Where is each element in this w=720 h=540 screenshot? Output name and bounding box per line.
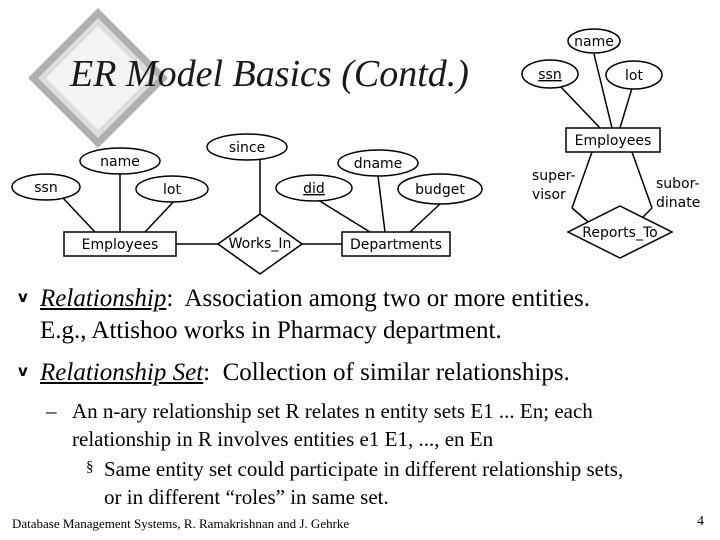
relationship-reports-to <box>566 205 674 259</box>
attr-lot-left <box>135 175 209 203</box>
entity-employees-right <box>565 127 661 153</box>
label-did: did <box>303 181 325 197</box>
attr-name-right <box>567 28 621 54</box>
label-since: since <box>229 140 265 156</box>
label-employees-left: Employees <box>82 237 159 253</box>
label-name-left: name <box>100 154 140 170</box>
bullet-marker-2: v <box>18 362 28 380</box>
bullet-2-text: Collection of similar relationships. <box>222 359 570 386</box>
sub-sub-bullet-line-2: or in different “roles” in same set. <box>104 485 389 509</box>
sub-sub-bullet-line-1: Same entity set could participate in dif… <box>104 457 624 481</box>
sub-bullet-dash: – <box>46 399 57 423</box>
reports-to-diagram <box>559 53 653 233</box>
label-departments: Departments <box>350 237 442 253</box>
works-in-labels: name ssn lot Employees since Works_In di… <box>34 140 465 253</box>
label-works-in: Works_In <box>229 236 292 252</box>
attr-lot-right <box>605 60 663 90</box>
bullet-1-text: Association among two or more entities. <box>184 285 590 312</box>
attr-budget <box>397 173 483 205</box>
reports-to-labels: name ssn lot Employees Reports_To super-… <box>532 34 700 241</box>
relationship-works-in <box>216 213 304 275</box>
label-name-right: name <box>574 34 614 50</box>
label-lot-right: lot <box>625 68 643 84</box>
works-in-shapes <box>11 133 483 275</box>
term-relationship-set: Relationship Set <box>40 359 204 386</box>
label-reports-to: Reports_To <box>582 225 657 241</box>
attr-dname <box>337 149 419 177</box>
attr-ssn-right <box>521 59 579 89</box>
attr-did <box>275 174 353 202</box>
attr-since <box>206 133 288 161</box>
attr-name-left <box>79 147 161 175</box>
term-relationship: Relationship <box>40 285 167 312</box>
label-ssn-right: ssn <box>538 67 561 83</box>
label-lot-left: lot <box>163 182 181 198</box>
sub-sub-bullet-marker: § <box>86 459 94 475</box>
page-number: 4 <box>697 514 704 529</box>
reports-to-shapes <box>521 28 674 259</box>
slide-title: ER Model Basics (Contd.) <box>70 53 469 95</box>
bullet-relationship-set: Relationship Set: Collection of similar … <box>40 359 570 386</box>
bullet-relationship: Relationship: Association among two or m… <box>40 285 590 312</box>
works-in-diagram <box>61 160 441 245</box>
role-supervisor-1: super- <box>532 168 576 184</box>
sub-bullet-line-1: An n-ary relationship set R relates n en… <box>72 399 593 423</box>
role-subordinate-1: subor- <box>656 176 700 192</box>
attr-ssn-left <box>11 173 81 201</box>
label-ssn-left: ssn <box>34 180 57 196</box>
role-supervisor-2: visor <box>532 187 566 203</box>
entity-employees-left <box>63 231 177 257</box>
bullet-marker-1: v <box>18 288 28 306</box>
footer-credit: Database Management Systems, R. Ramakris… <box>12 516 350 531</box>
label-dname: dname <box>354 156 403 172</box>
role-subordinate-2: dinate <box>656 195 700 211</box>
label-employees-right: Employees <box>575 133 652 149</box>
label-budget: budget <box>415 182 465 198</box>
entity-departments <box>341 231 451 257</box>
sub-bullet-line-2: relationship in R involves entities e1 E… <box>72 427 494 451</box>
bullet-1-continuation: E.g., Attishoo works in Pharmacy departm… <box>40 317 502 344</box>
